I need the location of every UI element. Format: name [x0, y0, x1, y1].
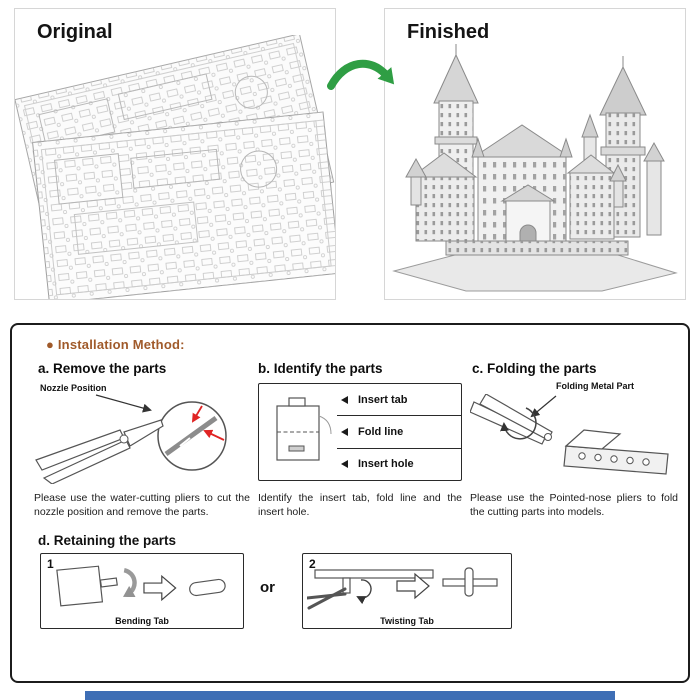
twisting-tab-caption: Twisting Tab [380, 616, 434, 626]
step-b-description: Identify the insert tab, fold line and t… [258, 492, 462, 519]
cutting-pliers-drawing [35, 394, 227, 484]
twisting-tab-drawing [307, 567, 498, 610]
installation-instructions-box: ● Installation Method: a. Remove the par… [10, 323, 690, 683]
finished-panel: Finished [384, 8, 686, 300]
castle-model-illustration [392, 44, 678, 292]
insert-tab-row: Insert tab [337, 384, 461, 415]
transform-arrow-icon [327, 59, 395, 90]
step-b-title: b. Identify the parts [258, 361, 383, 376]
step-c-illustration: Folding Metal Part [470, 381, 680, 487]
folding-metal-part-callout: Folding Metal Part [556, 381, 635, 391]
step-d-title: d. Retaining the parts [38, 533, 177, 548]
bending-tab-drawing [56, 565, 226, 607]
bottom-accent-bar [85, 691, 615, 700]
finished-label: Finished [407, 21, 490, 43]
step-a-description: Please use the water-cutting pliers to c… [34, 492, 250, 519]
part-diagram-drawing [276, 397, 332, 461]
step-c-title: c. Folding the parts [472, 361, 597, 376]
step-b-illustration: Insert tab Fold line Insert hole [258, 383, 462, 481]
left-arrow-icon [341, 460, 348, 469]
step-a-illustration: Nozzle Position [34, 381, 252, 487]
insert-tab-label: Insert tab [358, 393, 408, 406]
left-arrow-icon [341, 427, 348, 436]
option-2-number: 2 [309, 557, 316, 571]
folding-pliers-drawing [470, 394, 669, 475]
metal-sheets-illustration [15, 35, 335, 299]
bending-tab-caption: Bending Tab [115, 616, 169, 626]
fold-line-row: Fold line [337, 415, 461, 447]
nozzle-position-callout: Nozzle Position [40, 383, 107, 393]
twisting-tab-box: 2 Twisting Tab [302, 553, 512, 629]
insert-hole-label: Insert hole [358, 458, 414, 471]
part-feature-labels: Insert tab Fold line Insert hole [337, 384, 461, 480]
left-arrow-icon [341, 395, 348, 404]
bending-tab-box: 1 Bending Tab [40, 553, 244, 629]
fold-line-label: Fold line [358, 425, 404, 438]
installation-method-heading: ● Installation Method: [46, 337, 185, 352]
or-label: or [260, 579, 275, 596]
insert-hole-row: Insert hole [337, 447, 461, 480]
original-label: Original [37, 21, 113, 43]
original-panel: Original [14, 8, 336, 300]
step-a-title: a. Remove the parts [38, 361, 167, 376]
step-c-description: Please use the Pointed-nose pliers to fo… [470, 492, 678, 519]
option-1-number: 1 [47, 557, 54, 571]
